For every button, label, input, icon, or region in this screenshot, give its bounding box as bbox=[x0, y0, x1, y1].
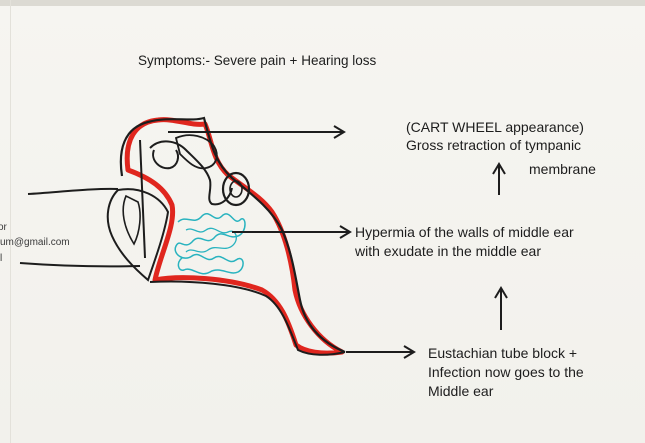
watermark-line3: l bbox=[0, 253, 2, 264]
eustachian-label-line2: Infection now goes to the bbox=[428, 364, 584, 381]
ear-canal-upper-line bbox=[28, 189, 118, 194]
malleus-handle bbox=[140, 140, 145, 258]
up-arrow-membrane bbox=[493, 164, 505, 195]
middle-ear-floor-outline bbox=[150, 282, 345, 355]
arrow-to-eustachian bbox=[346, 346, 414, 358]
watermark-line1: or bbox=[0, 222, 7, 233]
ear-canal-lower-line bbox=[20, 263, 140, 266]
eustachian-label-line3: Middle ear bbox=[428, 383, 493, 400]
hyperemia-label-line1: Hypermia of the walls of middle ear bbox=[355, 224, 574, 241]
watermark-email: um@gmail.com bbox=[0, 237, 70, 248]
middle-ear-black-outline bbox=[121, 118, 345, 352]
tympanic-membrane-inner bbox=[123, 196, 140, 244]
gross-retraction-label: Gross retraction of tympanic bbox=[406, 137, 581, 154]
up-arrow-middle-ear bbox=[495, 288, 507, 330]
membrane-label: membrane bbox=[529, 161, 596, 178]
arrow-to-hyperemia bbox=[232, 226, 350, 238]
hyperemia-label-line2: with exudate in the middle ear bbox=[355, 243, 541, 260]
symptoms-title: Symptoms:- Severe pain + Hearing loss bbox=[138, 52, 376, 69]
ossicles-outline bbox=[150, 141, 232, 204]
cart-wheel-label: (CART WHEEL appearance) bbox=[406, 119, 584, 136]
eustachian-label-line1: Eustachian tube block + bbox=[428, 345, 577, 362]
